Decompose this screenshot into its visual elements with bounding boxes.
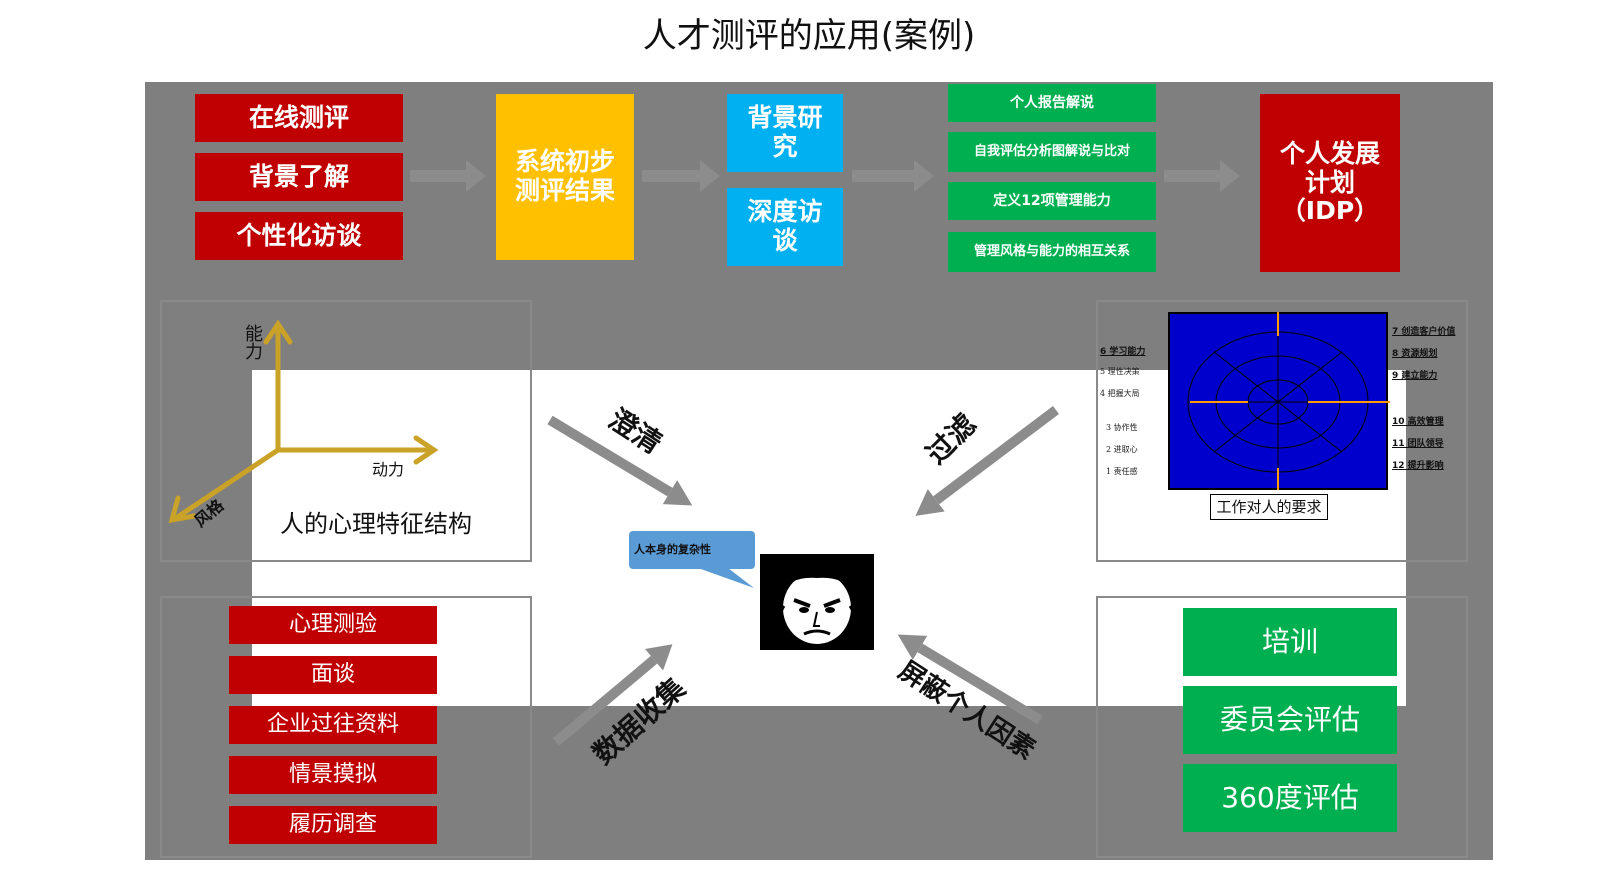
wheel-left-item-3: 3 协作性 bbox=[1106, 423, 1138, 432]
flow-arrow-3 bbox=[852, 160, 934, 192]
method-box-3: 情景摸拟 bbox=[229, 756, 437, 794]
left-frame-top bbox=[160, 300, 532, 562]
top-left-box-0: 在线测评 bbox=[195, 94, 403, 142]
face-icon bbox=[760, 554, 874, 650]
right-frame-bottom bbox=[1096, 596, 1468, 858]
top-left-box-1: 背景了解 bbox=[195, 153, 403, 201]
top-flow-arrows bbox=[410, 160, 1240, 192]
arrow-bottom-right bbox=[897, 634, 1043, 725]
wheel-right-item-2: 9 建立能力 bbox=[1392, 371, 1438, 381]
right-frame-top bbox=[1096, 300, 1468, 562]
wheel-right-item-5: 12 提升影响 bbox=[1392, 461, 1444, 471]
outcome-box-1: 委员会评估 bbox=[1183, 686, 1397, 754]
report-box-1: 自我评估分析图解说与比对 bbox=[948, 132, 1156, 172]
speech-bubble bbox=[629, 531, 755, 588]
competency-wheel bbox=[1168, 312, 1390, 490]
left-frame-bottom bbox=[160, 596, 532, 858]
axis-diagram bbox=[168, 319, 439, 524]
wheel-left-item-2: 4 把握大局 bbox=[1100, 389, 1140, 398]
method-box-2: 企业过往资料 bbox=[229, 706, 437, 744]
wheel-right-item-4: 11 团队领导 bbox=[1392, 439, 1444, 449]
arrow-bottom-left bbox=[552, 644, 673, 746]
flow-arrow-2 bbox=[642, 160, 720, 192]
page-title: 人才测评的应用(案例) bbox=[642, 16, 976, 56]
flow-arrow-1 bbox=[410, 160, 486, 192]
wheel-left-item-1: 5 理性决策 bbox=[1100, 367, 1140, 376]
bubble-text: 人本身的复杂性 bbox=[634, 543, 711, 556]
report-box-0: 个人报告解说 bbox=[948, 84, 1156, 122]
method-box-4: 履历调查 bbox=[229, 806, 437, 844]
wheel-caption: 工作对人的要求 bbox=[1210, 494, 1328, 520]
report-box-3: 管理风格与能力的相互关系 bbox=[948, 232, 1156, 272]
system-result-box: 系统初步测评结果 bbox=[496, 94, 634, 260]
flow-arrow-4 bbox=[1164, 160, 1240, 192]
wheel-left-item-5: 1 责任感 bbox=[1106, 467, 1138, 476]
top-left-box-2: 个性化访谈 bbox=[195, 212, 403, 260]
left-panel-label: 人的心理特征结构 bbox=[280, 510, 472, 538]
outcome-box-0: 培训 bbox=[1183, 608, 1397, 676]
wheel-right-item-0: 7 创造客户价值 bbox=[1392, 327, 1456, 337]
method-box-0: 心理测验 bbox=[229, 606, 437, 644]
wheel-left-item-0: 6 学习能力 bbox=[1100, 347, 1146, 357]
outcome-box-2: 360度评估 bbox=[1183, 764, 1397, 832]
wheel-right-item-1: 8 资源规划 bbox=[1392, 349, 1438, 359]
arrow-top-right bbox=[915, 406, 1060, 516]
report-box-2: 定义12项管理能力 bbox=[948, 182, 1156, 220]
research-box-1: 深度访谈 bbox=[727, 188, 843, 266]
arrow-top-left bbox=[547, 415, 693, 506]
research-box-0: 背景研究 bbox=[727, 94, 843, 172]
wheel-left-item-4: 2 进取心 bbox=[1106, 445, 1138, 454]
wheel-right-item-3: 10 高效管理 bbox=[1392, 417, 1444, 427]
axis-label-vertical: 能力 bbox=[245, 324, 263, 363]
method-box-1: 面谈 bbox=[229, 656, 437, 694]
axis-label-horizontal: 动力 bbox=[372, 460, 405, 479]
idp-box: 个人发展计划（IDP） bbox=[1260, 94, 1400, 272]
